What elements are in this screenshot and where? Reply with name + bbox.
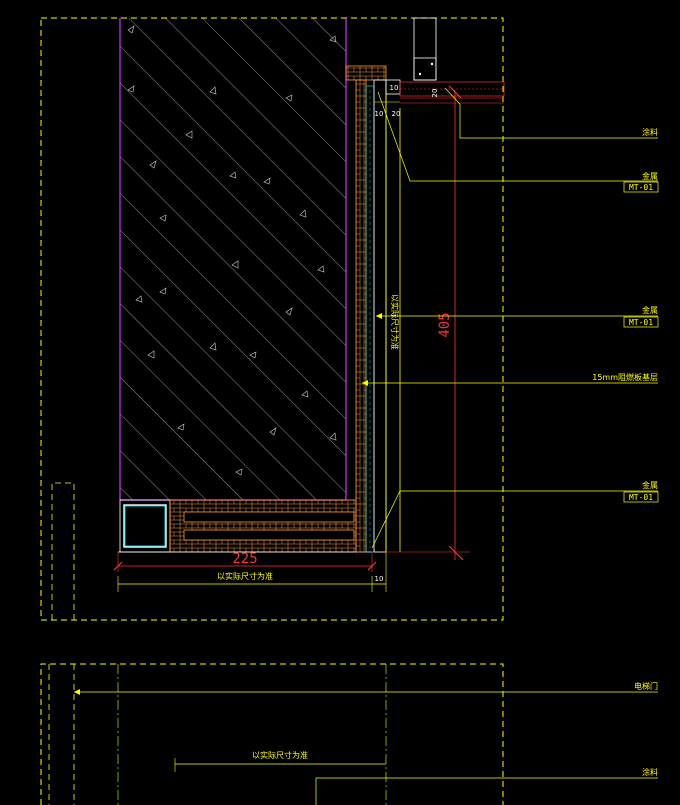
base-assembly: [118, 499, 372, 553]
dim-10-top: 10: [375, 110, 384, 118]
callout-6: 电梯门: [74, 681, 658, 695]
callout-5-tag: MT-01: [629, 493, 653, 502]
lower-dimension: 以实际尺寸为准: [174, 750, 386, 772]
callout-7-text: 涂料: [642, 767, 658, 777]
callout-5: 金属 MT-01: [371, 480, 659, 549]
callout-3-text: 金属: [642, 305, 658, 315]
callout-2-text: 金属: [642, 171, 658, 181]
callout-3: 金属 MT-01: [376, 305, 659, 328]
dim-405-label: 405: [437, 312, 453, 337]
callout-6-text: 电梯门: [634, 681, 658, 691]
dim-20-right: 20: [431, 89, 439, 98]
callout-3-tag: MT-01: [629, 318, 653, 327]
dim-20-top: 20: [392, 110, 401, 118]
dimension-width: 225: [113, 551, 377, 572]
dim-10-corner: 10: [390, 84, 399, 92]
dim-225-label: 225: [232, 551, 257, 567]
cladding-layers: [345, 17, 505, 553]
vertical-note-label: 以实际尺寸为准: [390, 294, 400, 350]
dim-width-note: 以实际尺寸为准: [217, 571, 273, 581]
dimension-width-yellow: 以实际尺寸为准 10: [117, 552, 387, 592]
callout-2-tag: MT-01: [629, 183, 653, 192]
dimension-top-small: 10 20 10 20: [374, 84, 439, 118]
callout-7: 涂料: [315, 767, 658, 805]
lower-frame: [40, 663, 504, 805]
concrete-wall: [119, 18, 347, 501]
door-jamb-dashed: [51, 482, 75, 620]
callout-4: 15mm阻燃板基层: [362, 372, 658, 386]
callout-1-text: 涂料: [642, 127, 658, 137]
dimension-height: 405: [386, 85, 470, 561]
dimension-vertical-note: 以实际尺寸为准: [390, 294, 400, 350]
callout-1: 涂料: [444, 87, 658, 139]
callout-5-text: 金属: [642, 480, 658, 490]
dim-10-bottom: 10: [375, 575, 384, 583]
lower-dim-note: 以实际尺寸为准: [252, 750, 308, 760]
callout-4-text: 15mm阻燃板基层: [592, 372, 658, 382]
callout-2: 金属 MT-01: [377, 91, 659, 193]
